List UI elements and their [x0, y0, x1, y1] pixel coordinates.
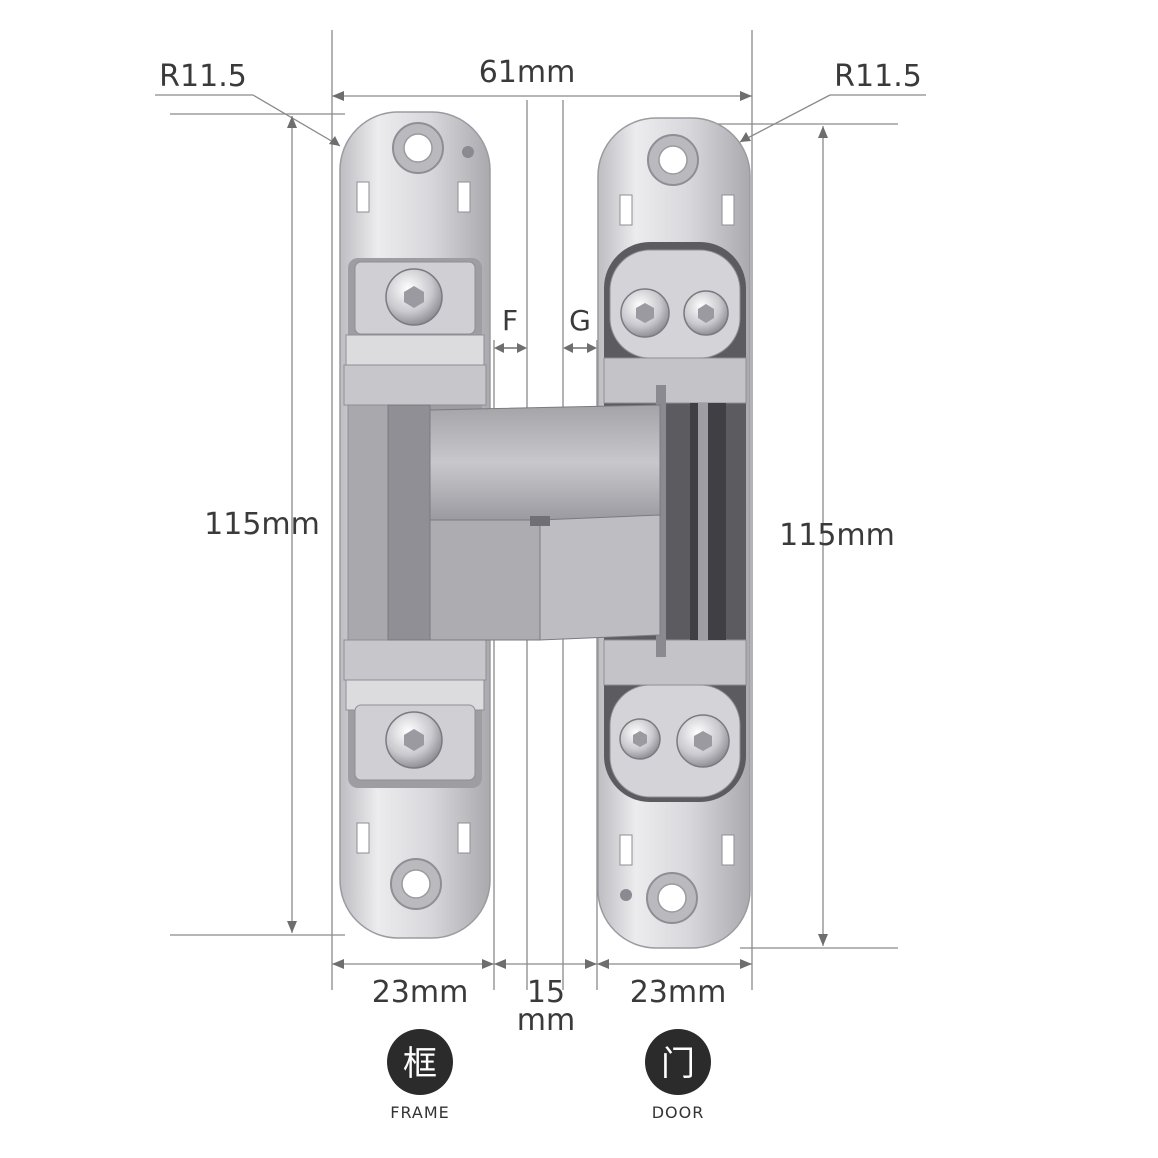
screw-door-bottom-right — [676, 714, 730, 768]
right-height-label: 115mm — [779, 518, 895, 553]
right-radius-label: R11.5 — [834, 59, 922, 94]
frame-width-label: 23mm — [372, 975, 469, 1010]
gap-g-label: G — [569, 304, 591, 337]
hinge-arm — [387, 404, 661, 641]
screw-frame-top — [385, 268, 443, 326]
door-badge-caption: DOOR — [652, 1103, 705, 1122]
door-width-label: 23mm — [630, 975, 727, 1010]
gap-value-label: 15 — [527, 975, 565, 1010]
screw-door-top-right — [683, 290, 729, 336]
gap-f-label: F — [502, 304, 518, 337]
frame-badge-char: 框 — [403, 1044, 437, 1084]
adjustment-screws — [385, 268, 730, 769]
screw-frame-bottom — [385, 711, 443, 769]
door-badge: 门 DOOR — [645, 1029, 711, 1122]
screw-door-top-left — [620, 288, 670, 338]
dimension-arrows — [287, 91, 828, 969]
left-radius-label: R11.5 — [159, 59, 247, 94]
top-width-label: 61mm — [479, 55, 576, 90]
door-badge-char: 门 — [661, 1044, 695, 1084]
screw-door-bottom-left — [619, 718, 661, 760]
left-height-label: 115mm — [204, 507, 320, 542]
gap-unit-label: mm — [517, 1003, 575, 1038]
frame-badge: 框 FRAME — [387, 1029, 453, 1122]
frame-badge-caption: FRAME — [390, 1103, 450, 1122]
